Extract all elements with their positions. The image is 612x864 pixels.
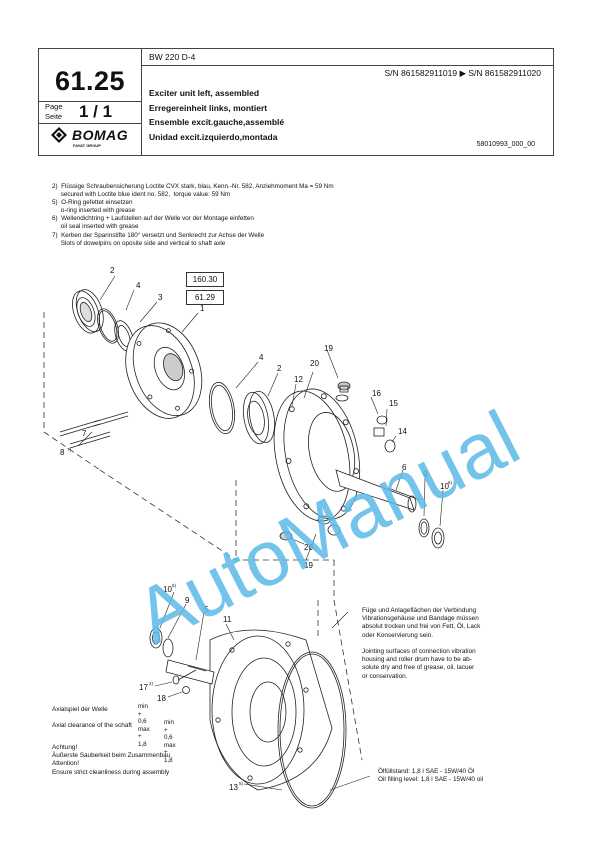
- model-name: BW 220 D-4: [149, 52, 196, 62]
- bearing: [242, 390, 275, 445]
- lower-shaft: [165, 659, 215, 685]
- retaining-ring: [208, 381, 236, 435]
- title-list: Exciter unit left, assembled Erregereinh…: [149, 86, 284, 144]
- callout-11: 11: [223, 615, 232, 624]
- callout-4: 4: [259, 353, 264, 362]
- doc-number: 58010993_000_00: [476, 141, 535, 148]
- callout-sup: 6): [448, 480, 453, 485]
- header-divider: [39, 123, 141, 124]
- o-ring: [277, 651, 347, 809]
- callout-15: 15: [389, 399, 398, 408]
- exciter-housing: [125, 322, 203, 419]
- seal-ring: [149, 627, 163, 649]
- page-number: 61.25: [54, 66, 126, 96]
- callout-sup: 7): [67, 447, 72, 452]
- joining-note: Füge und Anlageflächen der Verbindung Vi…: [362, 607, 481, 680]
- callout-8: 8: [60, 448, 65, 457]
- vibration-housing: [209, 629, 333, 791]
- bearing-ring: [72, 289, 104, 334]
- callout-3: 3: [158, 293, 163, 302]
- callout-sup: 2): [149, 681, 154, 686]
- washer: [182, 686, 190, 694]
- header-divider: [141, 49, 142, 155]
- callout-19: 19: [324, 344, 333, 353]
- title-en: Exciter unit left, assembled: [149, 88, 260, 98]
- callout-17: 17: [139, 683, 148, 692]
- assembly-notes: 2) Flüssige Schraubensicherung Loctite C…: [52, 183, 334, 247]
- callout-2: 2: [277, 364, 282, 373]
- exciter-main-housing: [273, 388, 360, 522]
- callout-16: 16: [372, 389, 381, 398]
- callout-6: 6: [402, 463, 407, 472]
- callout-labels: 2 4 3 1 7 8 7) 4 2 20 19 12 16 15 14 6 9…: [60, 266, 453, 792]
- header-block: 61.25 Page Seite 1 / 1 BOMAG FAYAT GROUP…: [38, 48, 554, 156]
- attention-note: Achtung! Äußerste Sauberkeit beim Zusamm…: [52, 744, 171, 776]
- shaft-seal-ring: [431, 527, 445, 549]
- plug-assembly: [373, 415, 396, 453]
- ref-box[interactable]: 61.29: [186, 290, 224, 305]
- callout-4: 4: [136, 281, 141, 290]
- fixing-screw: [172, 669, 197, 685]
- callout-18: 18: [157, 694, 166, 703]
- shaft-seal-ring: [418, 518, 430, 538]
- bomag-diamond-icon: [51, 127, 67, 143]
- callout-9: 9: [185, 596, 190, 605]
- drain-plug: [335, 381, 351, 402]
- o-ring: [279, 653, 345, 807]
- callout-7: 7: [82, 429, 87, 438]
- title-de: Erregereinheit links, montiert: [149, 102, 268, 113]
- seal-ring: [162, 638, 174, 658]
- leader-lines: [77, 275, 444, 791]
- callout-10: 10: [440, 482, 449, 491]
- callout-12: 12: [294, 375, 303, 384]
- assembly-guide-lines: [43, 312, 363, 761]
- oil-level-note: Ölfüllstand: 1,8 l SAE - 15W/40 Öl Oil f…: [378, 768, 484, 784]
- callout-13: 13: [229, 783, 238, 792]
- bomag-logo: BOMAG FAYAT GROUP: [51, 127, 129, 148]
- exciter-shaft: [335, 469, 421, 513]
- callout-10: 10: [163, 585, 172, 594]
- callout-19: 19: [304, 561, 313, 570]
- header-divider: [39, 101, 141, 102]
- callout-14: 14: [398, 427, 407, 436]
- callout-20: 20: [310, 359, 319, 368]
- page-label: Page Seite: [45, 102, 63, 121]
- drain-plug: [279, 515, 341, 541]
- title-es: Unidad excit.izquierdo,montada: [149, 131, 278, 142]
- seal-ring: [152, 631, 160, 645]
- callout-1: 1: [200, 304, 205, 313]
- callout-5: 5: [204, 605, 209, 614]
- callout-20: 20: [304, 543, 313, 552]
- callout-sup: 5): [239, 781, 244, 786]
- ref-box[interactable]: 160.30: [186, 272, 224, 287]
- page-value: 1 / 1: [79, 102, 113, 121]
- serial-range: S/N 861582911019 ▶ S/N 861582911020: [384, 68, 541, 78]
- logo-subtext: FAYAT GROUP: [73, 143, 101, 148]
- title-fr: Ensemble excit.gauche,assemblé: [149, 117, 285, 127]
- callout-9: 9: [423, 470, 428, 479]
- logo-text: BOMAG: [72, 127, 129, 143]
- dowel-pins: [59, 411, 129, 449]
- header-divider: [141, 65, 553, 66]
- callout-2: 2: [110, 266, 115, 275]
- callout-sup: 6): [172, 583, 177, 588]
